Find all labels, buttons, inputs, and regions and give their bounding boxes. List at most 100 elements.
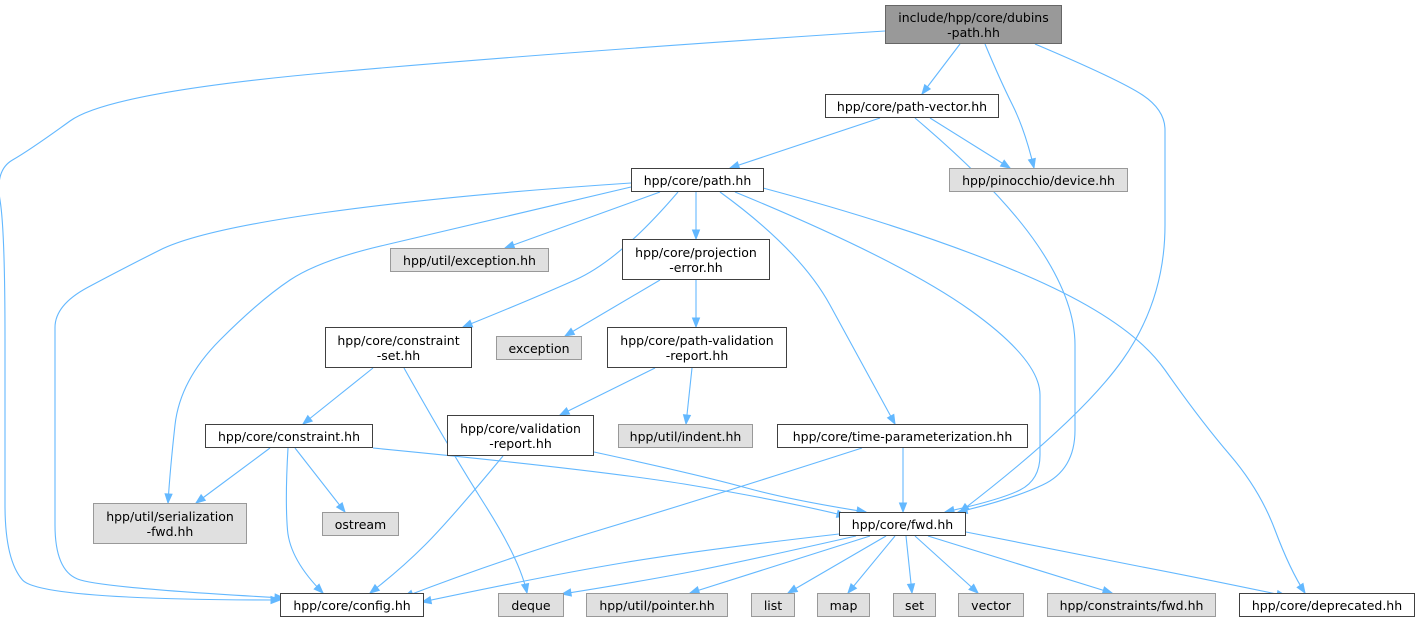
node-config-hh[interactable]: hpp/core/config.hh bbox=[280, 593, 424, 617]
node-dubins-path-hh[interactable]: include/hpp/core/dubins-path.hh bbox=[885, 5, 1062, 44]
edge-dubins-to-pinocchio_device bbox=[984, 43, 1035, 169]
node-time-parameterization-hh[interactable]: hpp/core/time-parameterization.hh bbox=[777, 424, 1028, 448]
node-label-line: hpp/core/path.hh bbox=[643, 172, 752, 188]
node-label-line: -report.hh bbox=[665, 347, 729, 363]
arrowhead-fwd-to-list bbox=[786, 584, 799, 594]
edge-path_validation_report-to-validation_report bbox=[559, 367, 656, 416]
node-label-line: map bbox=[829, 597, 858, 613]
arrowhead-projection_error-to-exception bbox=[563, 327, 576, 337]
node-fwd-hh[interactable]: hpp/core/fwd.hh bbox=[839, 512, 966, 536]
node-label-line: include/hpp/core/dubins bbox=[898, 9, 1049, 25]
edge-fwd-to-config bbox=[421, 533, 840, 603]
arrowhead-time_param-to-fwd bbox=[898, 502, 908, 514]
node-label-line: hpp/core/constraint.hh bbox=[217, 428, 361, 444]
arrowhead-path-to-time_param bbox=[886, 413, 896, 426]
node-deque[interactable]: deque bbox=[498, 593, 564, 617]
arrowhead-path-to-serialization_fwd bbox=[164, 493, 173, 505]
node-label-line: -report.hh bbox=[489, 435, 552, 451]
edge-fwd-to-set bbox=[905, 535, 913, 594]
node-label-line: hpp/core/validation bbox=[460, 420, 581, 436]
arrowhead-path-to-config bbox=[274, 593, 286, 602]
arrowhead-path-to-deprecated bbox=[1296, 582, 1306, 595]
node-projection-error-hh[interactable]: hpp/core/projection-error.hh bbox=[622, 239, 770, 280]
arrowhead-fwd-to-config bbox=[420, 595, 433, 605]
edge-fwd-to-map bbox=[847, 535, 896, 594]
arrowhead-fwd-to-vector bbox=[968, 583, 980, 594]
node-ostream[interactable]: ostream bbox=[322, 512, 399, 536]
edge-projection_error-to-exception bbox=[564, 279, 661, 337]
node-path-validation-report-hh[interactable]: hpp/core/path-validation-report.hh bbox=[607, 327, 787, 368]
arrowhead-validation_report-to-config bbox=[368, 583, 381, 594]
arrowhead-constraint_set-to-deque bbox=[520, 582, 530, 595]
node-label-line: vector bbox=[971, 597, 1011, 613]
arrowhead-fwd-to-deque bbox=[560, 588, 573, 597]
node-list[interactable]: list bbox=[751, 593, 795, 617]
arrowhead-projection_error-to-path_validation_report bbox=[691, 317, 701, 329]
edge-path-to-config bbox=[54, 182, 632, 599]
edge-path-to-fwd bbox=[734, 191, 1041, 513]
arrowhead-fwd-to-set bbox=[906, 583, 916, 595]
edge-path-to-constraint_set bbox=[462, 191, 679, 328]
edge-dubins-to-fwd bbox=[959, 43, 1166, 513]
node-pinocchio-device-hh[interactable]: hpp/pinocchio/device.hh bbox=[949, 168, 1128, 192]
node-label-line: -set.hh bbox=[376, 347, 421, 363]
edge-fwd-to-list bbox=[787, 535, 887, 594]
node-label-line: hpp/constraints/fwd.hh bbox=[1059, 597, 1204, 613]
node-constraints-fwd-hh[interactable]: hpp/constraints/fwd.hh bbox=[1047, 593, 1216, 617]
edge-path_vector-to-pinocchio_device bbox=[929, 117, 1011, 169]
node-label-line: hpp/util/indent.hh bbox=[629, 428, 742, 444]
edge-constraint-to-config bbox=[285, 447, 324, 594]
node-path-hh[interactable]: hpp/core/path.hh bbox=[631, 168, 764, 192]
node-label-line: hpp/core/projection bbox=[635, 244, 757, 260]
node-label-line: exception bbox=[508, 340, 570, 356]
node-label-line: -fwd.hh bbox=[146, 523, 194, 539]
arrowhead-constraint_set-to-constraint bbox=[301, 414, 314, 425]
edge-fwd-to-vector bbox=[914, 535, 979, 594]
edge-validation_report-to-config bbox=[369, 455, 504, 594]
node-label-line: -error.hh bbox=[669, 259, 723, 275]
edge-dubins-to-config bbox=[0, 30, 886, 601]
arrowhead-path-to-constraint_set bbox=[461, 319, 474, 328]
node-util-indent-hh[interactable]: hpp/util/indent.hh bbox=[618, 424, 753, 448]
node-set[interactable]: set bbox=[893, 593, 936, 617]
arrowhead-constraint-to-serialization_fwd bbox=[194, 493, 207, 504]
arrowhead-path_validation_report-to-validation_report bbox=[558, 407, 571, 416]
edge-fwd-to-deque bbox=[561, 535, 857, 595]
node-label-line: hpp/util/exception.hh bbox=[403, 252, 536, 268]
arrowhead-path_validation_report-to-util_indent bbox=[682, 414, 692, 426]
edge-constraint-to-serialization_fwd bbox=[195, 447, 271, 504]
node-label-line: set bbox=[904, 597, 925, 613]
node-label-line: hpp/core/constraint bbox=[337, 332, 460, 348]
edge-path-to-serialization_fwd bbox=[167, 186, 632, 504]
node-deprecated-hh[interactable]: hpp/core/deprecated.hh bbox=[1239, 593, 1415, 617]
edge-constraint_set-to-constraint bbox=[302, 367, 374, 425]
arrowhead-fwd-to-map bbox=[847, 582, 858, 595]
edge-path_vector-to-fwd bbox=[914, 117, 1076, 513]
node-constraint-hh[interactable]: hpp/core/constraint.hh bbox=[205, 424, 373, 448]
node-label-line: hpp/core/deprecated.hh bbox=[1251, 597, 1403, 613]
node-serialization-fwd-hh[interactable]: hpp/util/serialization-fwd.hh bbox=[93, 503, 247, 544]
edge-path-to-deprecated bbox=[762, 187, 1306, 594]
edge-fwd-to-constraints_fwd bbox=[927, 535, 1113, 594]
node-path-vector-hh[interactable]: hpp/core/path-vector.hh bbox=[825, 94, 999, 118]
edge-constraint_set-to-deque bbox=[403, 367, 528, 594]
edge-path-to-util_exception bbox=[504, 191, 661, 249]
node-label-line: deque bbox=[511, 597, 551, 613]
node-label-line: hpp/core/time-parameterization.hh bbox=[792, 428, 1013, 444]
node-util-exception-hh[interactable]: hpp/util/exception.hh bbox=[390, 248, 549, 272]
node-exception[interactable]: exception bbox=[496, 336, 582, 360]
node-map[interactable]: map bbox=[817, 593, 870, 617]
edge-fwd-to-util_pointer bbox=[689, 535, 871, 594]
edge-constraint-to-fwd bbox=[372, 447, 847, 517]
node-constraint-set-hh[interactable]: hpp/core/constraint-set.hh bbox=[325, 327, 472, 368]
node-vector[interactable]: vector bbox=[958, 593, 1024, 617]
arrowhead-constraint-to-ostream bbox=[335, 501, 346, 514]
node-label-line: hpp/core/path-validation bbox=[620, 332, 774, 348]
edge-time_param-to-config bbox=[403, 447, 863, 598]
edge-dubins-to-path_vector bbox=[921, 43, 961, 95]
node-util-pointer-hh[interactable]: hpp/util/pointer.hh bbox=[586, 593, 728, 617]
node-label-line: hpp/util/serialization bbox=[106, 508, 234, 524]
edge-fwd-to-deprecated bbox=[965, 531, 1287, 597]
node-validation-report-hh[interactable]: hpp/core/validation-report.hh bbox=[447, 415, 594, 456]
